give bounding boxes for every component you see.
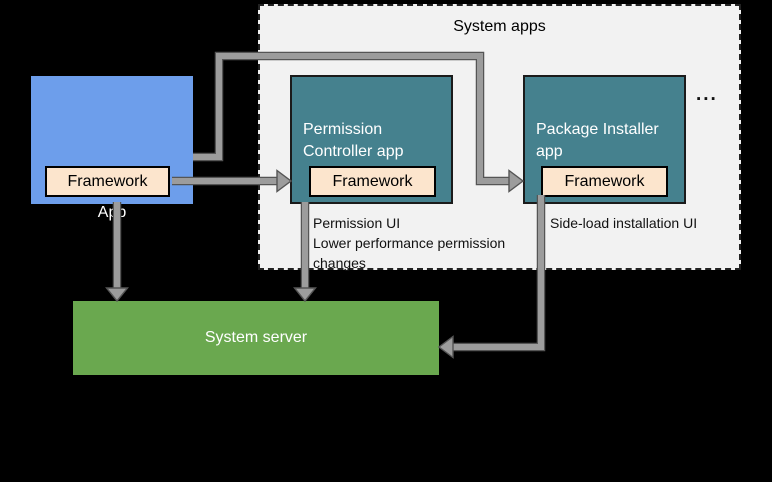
system-server-box: System server <box>73 301 439 375</box>
permission-controller-framework-box: Framework <box>309 166 436 197</box>
more-apps-ellipsis: ... <box>696 84 718 105</box>
package-installer-framework-label: Framework <box>564 172 645 190</box>
system-server-label: System server <box>204 329 308 346</box>
permission-controller-note-line2: Lower performance permission <box>313 235 506 251</box>
permission-controller-label-line2: Controller app <box>303 143 404 160</box>
system-apps-title: System apps <box>453 18 546 35</box>
package-installer-label-line1: Package Installer <box>536 121 659 138</box>
app-framework-label: Framework <box>67 172 148 190</box>
package-installer-framework-box: Framework <box>541 166 668 197</box>
permission-controller-label: Permission Controller app <box>303 119 448 163</box>
package-installer-note: Side-load installation UI <box>550 215 698 231</box>
app-framework-box: Framework <box>45 166 170 197</box>
app-label: App <box>97 204 127 221</box>
permission-controller-label-line1: Permission <box>303 121 383 138</box>
permission-controller-framework-label: Framework <box>332 172 413 190</box>
permission-controller-note: Permission UI Lower performance permissi… <box>313 213 505 273</box>
package-installer-label-line2: app <box>536 143 563 160</box>
permission-controller-note-line3: changes <box>313 255 366 271</box>
package-installer-label: Package Installer app <box>536 119 681 163</box>
permission-controller-note-line1: Permission UI <box>313 215 401 231</box>
